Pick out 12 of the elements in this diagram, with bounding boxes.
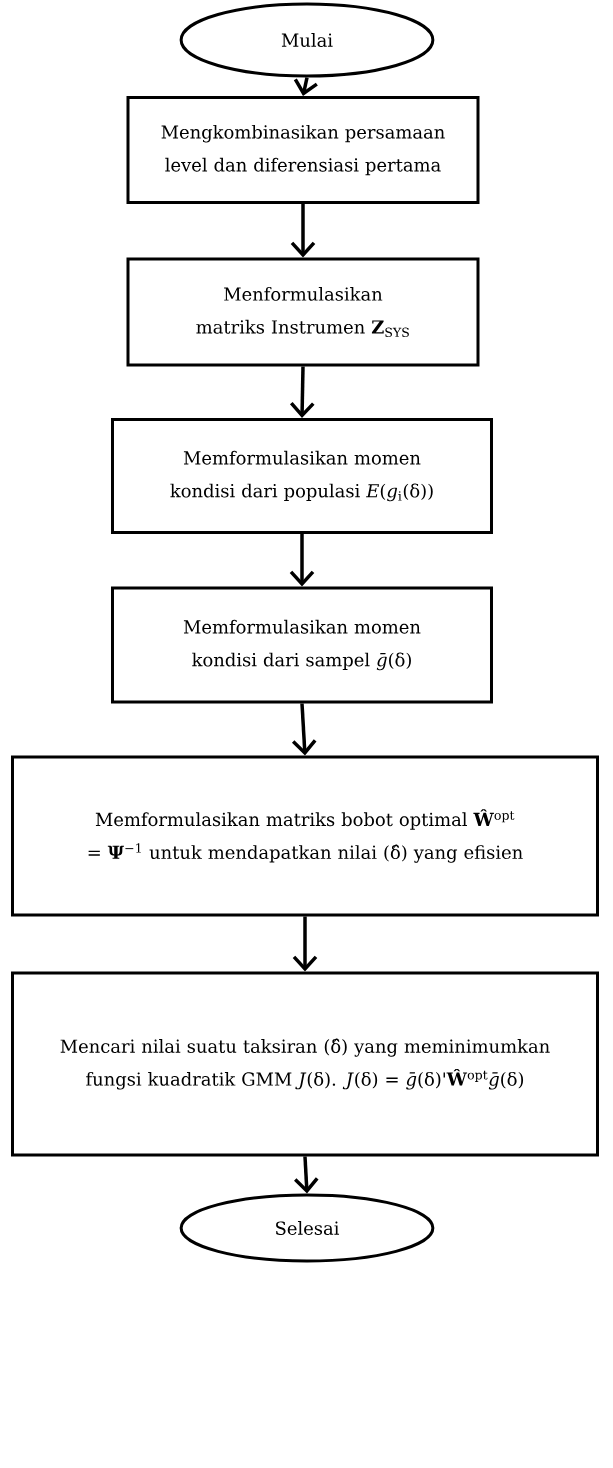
process-box: Mengkombinasikan persamaan level dan diferensiasi pertama — [126, 96, 480, 204]
process-box: Memformulasikan momen kondisi dari populasi E(g$_{i}$(δ)) — [111, 418, 493, 534]
arrow — [289, 366, 315, 418]
arrow — [291, 703, 317, 756]
process-box: Memformulasikan momen kondisi dari sampel ḡ(δ) — [111, 586, 493, 704]
arrow — [290, 204, 316, 258]
process-box: Mencari nilai suatu taksiran (δ̂) yang meminimumkan fungsi kuadratik GMM J(δ). J(δ) = ḡ(δ)'Ŵ$^{opt}$ḡ(δ) — [11, 971, 599, 1157]
arrow — [292, 916, 318, 972]
process-box: Memformulasikan matriks bobot optimal Ŵ$^{opt}$ = Ψ$^{−1}$ untuk mendapatkan nilai (δ̂) yang efisien — [11, 755, 599, 917]
arrow — [294, 1156, 319, 1194]
arrow — [289, 534, 315, 587]
process-box: Menformulasikan matriks Instrumen Z$_{SYS}$ — [126, 257, 480, 367]
